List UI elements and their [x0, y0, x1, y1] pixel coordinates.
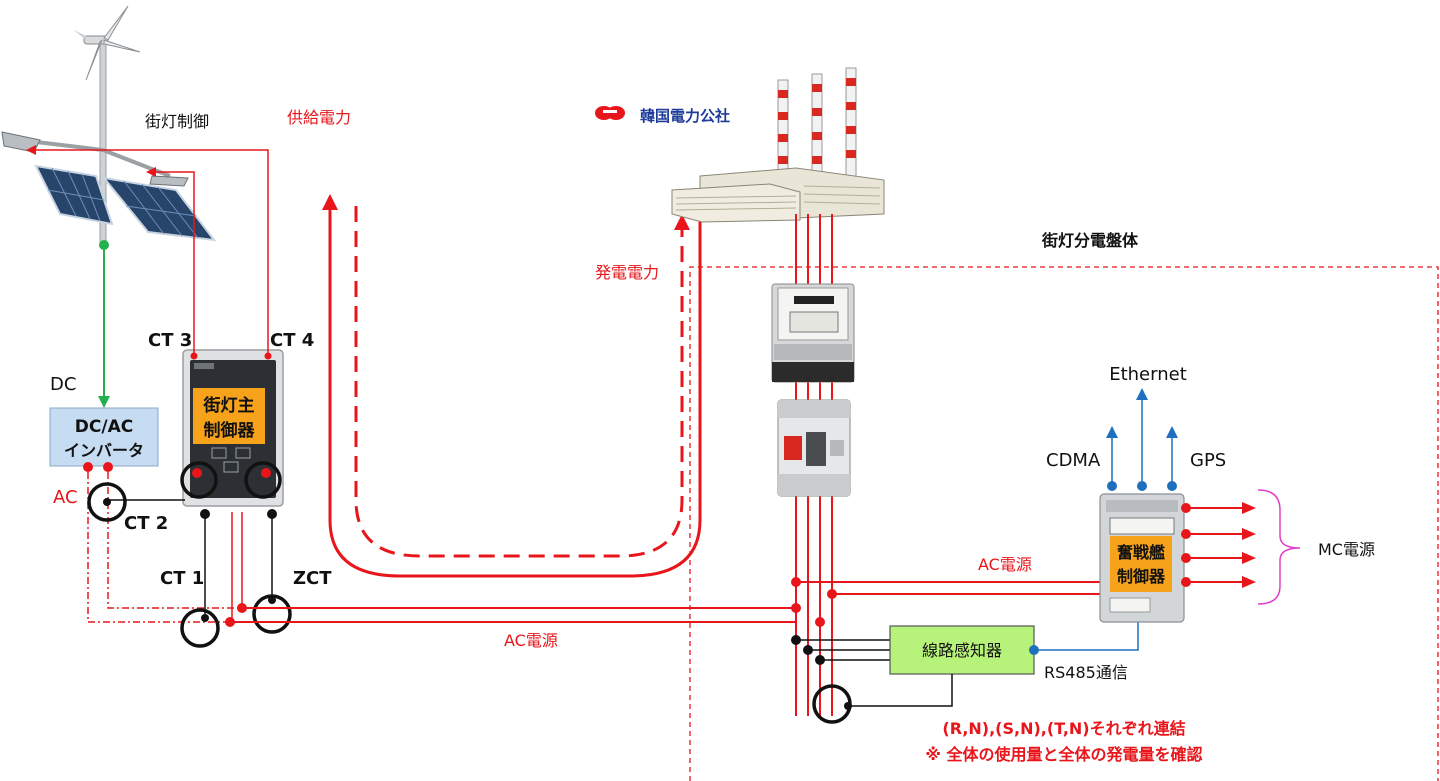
sub-controller-device: 奮戦艦 制御器 — [1099, 493, 1185, 623]
power-plant-icon — [671, 67, 885, 223]
mc-brace — [1257, 489, 1301, 605]
ct4-loop-line — [34, 149, 269, 356]
comm-uplinks — [1111, 398, 1173, 486]
dc-label: DC — [50, 374, 76, 395]
line-sensor-box: 線路感知器 — [889, 625, 1035, 675]
main-controller-label-2: 制御器 — [204, 420, 256, 441]
cabinet-title: 街灯分電盤体 — [1041, 231, 1139, 250]
line-sensor-label: 線路感知器 — [922, 641, 1002, 660]
circuit-breaker-icon — [777, 399, 851, 497]
streetlight-control-label: 街灯制御 — [145, 112, 209, 131]
rs485-label: RS485通信 — [1044, 663, 1128, 682]
ct1-ring — [180, 608, 220, 648]
ct3-ring — [180, 461, 218, 499]
inverter-ac-line-2 — [107, 472, 240, 609]
ethernet-label: Ethernet — [1109, 364, 1187, 385]
supply-power-arrow — [328, 208, 702, 578]
inverter-label-1: DC/AC — [75, 417, 133, 437]
cabinet-boundary — [689, 266, 1439, 781]
generated-power-arrow — [354, 206, 684, 558]
sensor-connection-lines — [796, 639, 890, 661]
mc-power-label: MC電源 — [1318, 540, 1375, 559]
cdma-label: CDMA — [1046, 450, 1101, 471]
ct2-ring — [87, 482, 127, 522]
gps-label: GPS — [1190, 450, 1226, 471]
ct1-label: CT 1 — [160, 568, 204, 589]
ct4-label: CT 4 — [270, 330, 314, 351]
kepco-logo-icon — [592, 103, 625, 123]
supply-power-label: 供給電力 — [287, 108, 351, 127]
kepco-name: 韓国電力公社 — [640, 107, 730, 125]
ct4-ring — [244, 461, 282, 499]
main-controller-label-1: 街灯主 — [203, 395, 255, 416]
inverter-label-2: インバータ — [64, 441, 144, 460]
ct3-label: CT 3 — [148, 330, 192, 351]
sub-controller-label-2: 制御器 — [1117, 567, 1166, 586]
generated-power-label: 発電電力 — [595, 263, 659, 282]
ct3-loop-line — [154, 171, 195, 356]
note-line-2: ※ 全体の使用量と全体の発電量を確認 — [925, 745, 1202, 764]
ac-label: AC — [53, 487, 78, 508]
ac-power-left-label: AC電源 — [504, 631, 558, 650]
note-line-1: (R,N),(S,N),(T,N)それぞれ連結 — [942, 719, 1185, 738]
rs485-line — [1034, 620, 1139, 651]
mc-output-arrows — [1186, 507, 1244, 583]
sub-controller-label-1: 奮戦艦 — [1116, 543, 1165, 562]
main-controller-device: 街灯主 制御器 — [182, 349, 284, 507]
ac-power-right-label: AC電源 — [978, 555, 1032, 574]
ct2-label: CT 2 — [124, 513, 168, 534]
dc-ac-inverter: DC/AC インバータ — [49, 407, 159, 467]
zct-label: ZCT — [293, 568, 332, 589]
energy-meter-icon — [771, 283, 855, 383]
